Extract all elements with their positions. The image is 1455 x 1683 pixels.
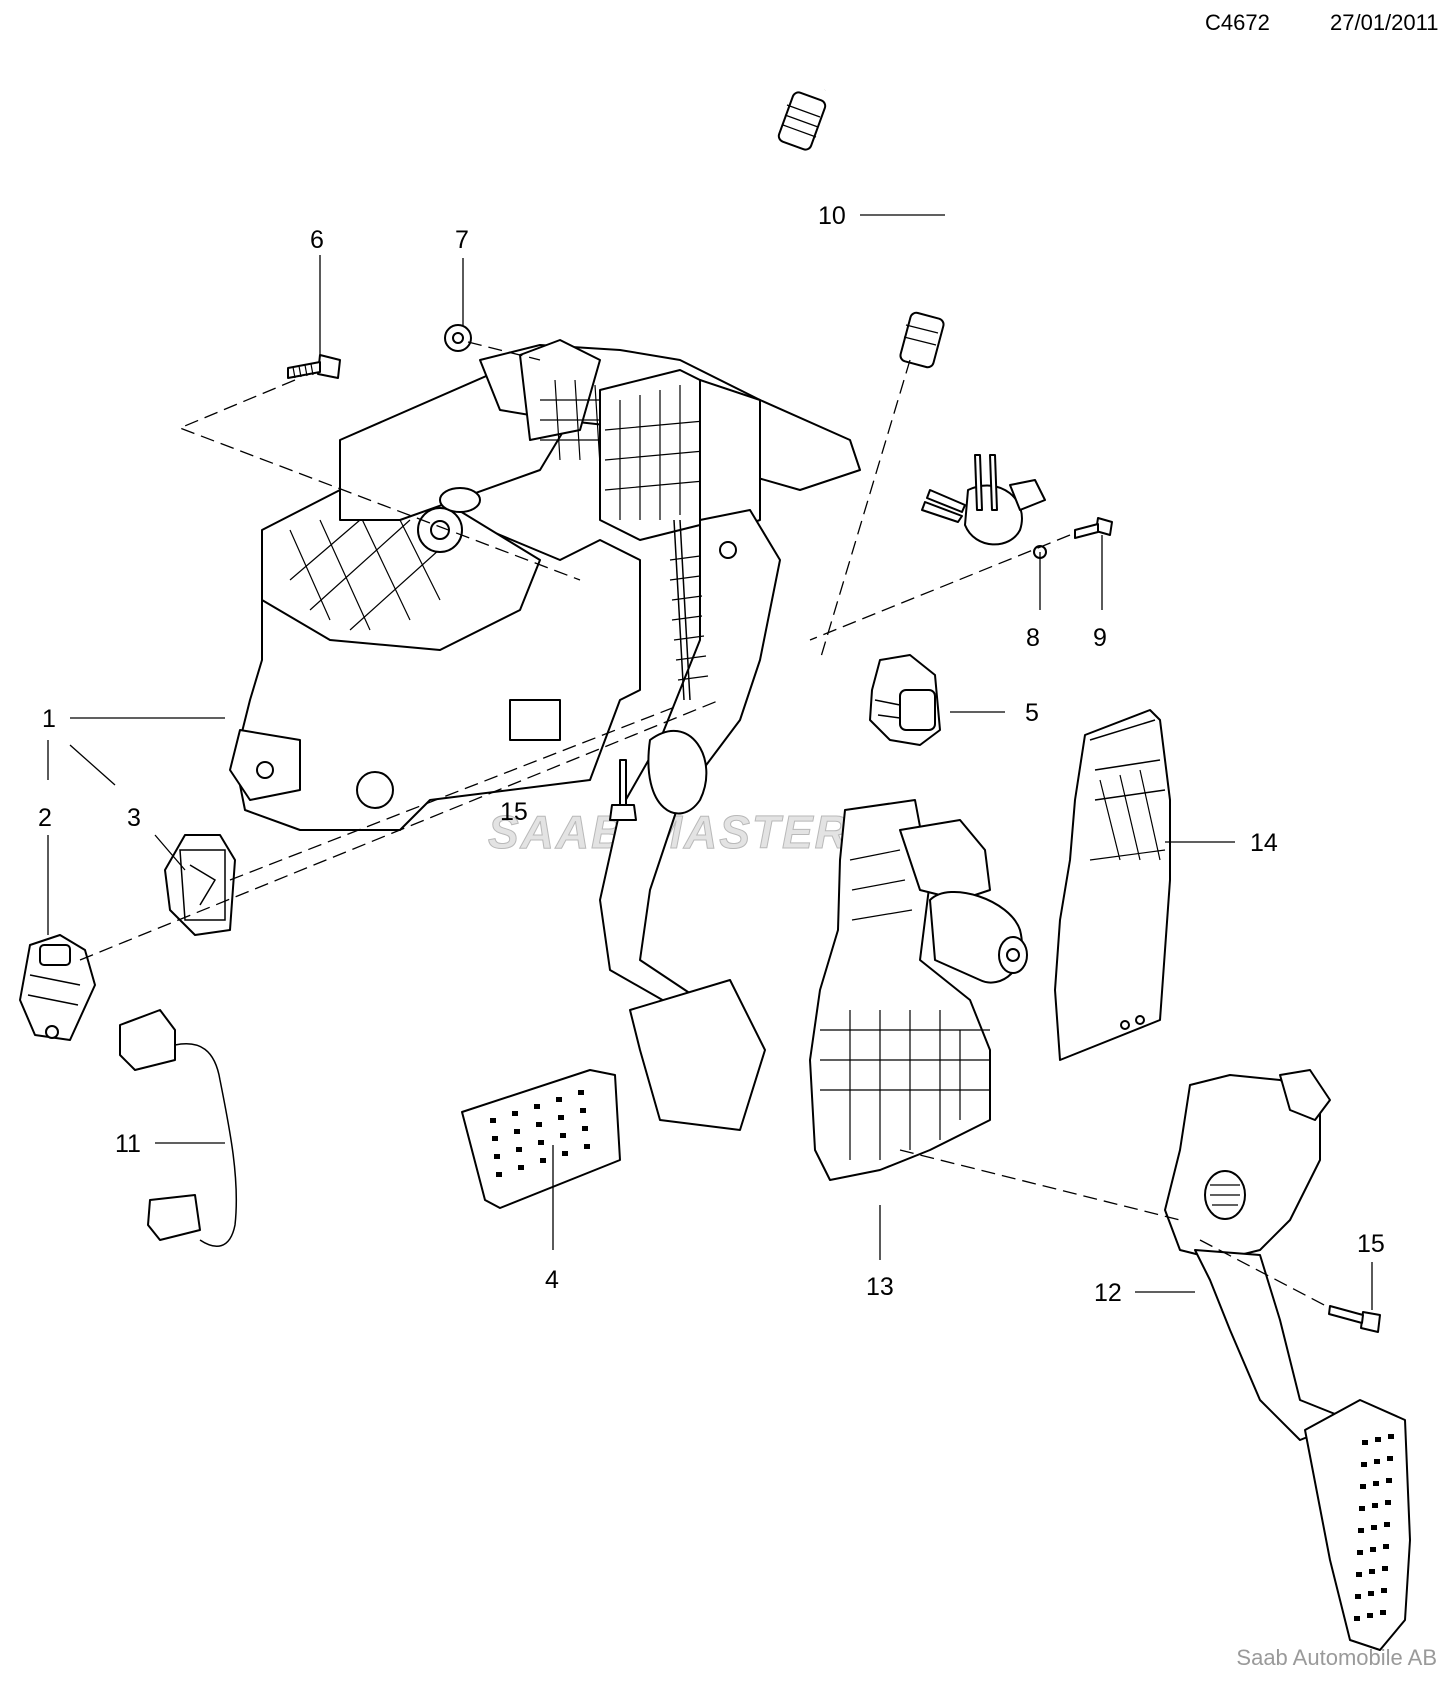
callout-14: 14 [1250,829,1278,857]
pedal-grip-stud [1359,1506,1365,1511]
pedal-grip-stud [1388,1434,1394,1439]
pedal-grip-stud [1384,1522,1390,1527]
pedal-grip-stud [516,1147,522,1152]
callout-15-lower: 15 [1357,1230,1385,1258]
callout-2: 2 [38,804,52,832]
pedal-grip-stud [1373,1481,1379,1486]
part-8-position-sensor [921,454,1047,559]
part-15-bolt-upper [609,759,637,821]
part-7-nut [444,324,472,352]
pedal-grip-stud [540,1158,546,1163]
callout-labels: 1 2 3 4 5 6 7 8 9 10 11 12 13 14 15 15 [38,202,1385,1307]
pedal-grip-stud [1358,1528,1364,1533]
part-11-harness [119,1009,238,1247]
pedal-grip-stud [1354,1616,1360,1621]
pedal-grip-stud [1360,1484,1366,1489]
part-4-brake-pedal-pad [461,1069,621,1209]
part-1-pedal-bracket [229,339,861,831]
callout-13: 13 [866,1273,894,1301]
pedal-grip-stud [1381,1588,1387,1593]
pedal-grip-stud [1355,1594,1361,1599]
part-15-bolt-lower [1328,1305,1381,1333]
part-14-cover [1054,709,1171,1061]
pedal-grip-stud [1370,1547,1376,1552]
brake-pedal-arm [599,509,781,1131]
pedal-grip-stud [514,1129,520,1134]
leader-lines [47,214,1373,1310]
pedal-grip-stud [1386,1478,1392,1483]
callout-6: 6 [310,226,324,254]
pedal-grip-stud [518,1165,524,1170]
part-6-bolt [287,354,341,379]
pedal-grip-stud [1385,1500,1391,1505]
callout-4: 4 [545,1266,559,1294]
pedal-grip-stud [1382,1566,1388,1571]
pedal-grip-stud [1387,1456,1393,1461]
pedal-grip-stud [1374,1459,1380,1464]
pedal-grip-stud [560,1133,566,1138]
pedal-grip-stud [1380,1610,1386,1615]
pedal-grip-stud [496,1172,502,1177]
pedal-grip-stud [580,1108,586,1113]
pedal-grip-stud [492,1136,498,1141]
pedal-grip-stud [578,1090,584,1095]
pedal-grip-stud [1372,1503,1378,1508]
callout-15-upper: 15 [500,798,528,826]
pedal-grip-stud [1375,1437,1381,1442]
callout-1: 1 [42,705,56,733]
pedal-grip-stud [1356,1572,1362,1577]
diagram-date: 27/01/2011 [1330,10,1439,35]
part-10-cable [777,57,953,369]
callout-12: 12 [1094,1279,1122,1307]
pedal-grip-stud [1361,1462,1367,1467]
part-2-switch [19,934,96,1041]
pedal-grip-stud [490,1118,496,1123]
pedal-grip-stud [1368,1591,1374,1596]
pedal-grip-stud [536,1122,542,1127]
part-5-switch [869,654,941,746]
footer-company: Saab Automobile AB [1236,1645,1437,1670]
part-3-sensor [164,834,236,936]
callout-9: 9 [1093,624,1107,652]
pedal-grip-stud [494,1154,500,1159]
pedal-grip-stud [584,1144,590,1149]
callout-5: 5 [1025,699,1039,727]
pedal-grip-stud [582,1126,588,1131]
callout-3: 3 [127,804,141,832]
assembly-lines [79,341,1331,1309]
diagram-code: C4672 [1205,10,1270,35]
pedal-grip-stud [534,1104,540,1109]
callout-10: 10 [818,202,846,230]
callout-8: 8 [1026,624,1040,652]
callout-7: 7 [455,226,469,254]
pedal-grip-stud [562,1151,568,1156]
part-9-screw [1074,517,1113,539]
pedal-grip-stud [1362,1440,1368,1445]
callout-11: 11 [115,1130,141,1158]
part-13-accelerator-bracket [809,799,1028,1181]
part-12-accelerator-pedal [1164,1069,1411,1651]
pedal-grip-stud [1383,1544,1389,1549]
pedal-grip-stud [1369,1569,1375,1574]
pedal-grip-stud [1357,1550,1363,1555]
pedal-grip-stud [558,1115,564,1120]
pedal-grip-stud [1367,1613,1373,1618]
pedal-grip-stud [538,1140,544,1145]
pedal-grip-stud [556,1097,562,1102]
pedal-grip-stud [512,1111,518,1116]
pedal-grip-stud [1371,1525,1377,1530]
